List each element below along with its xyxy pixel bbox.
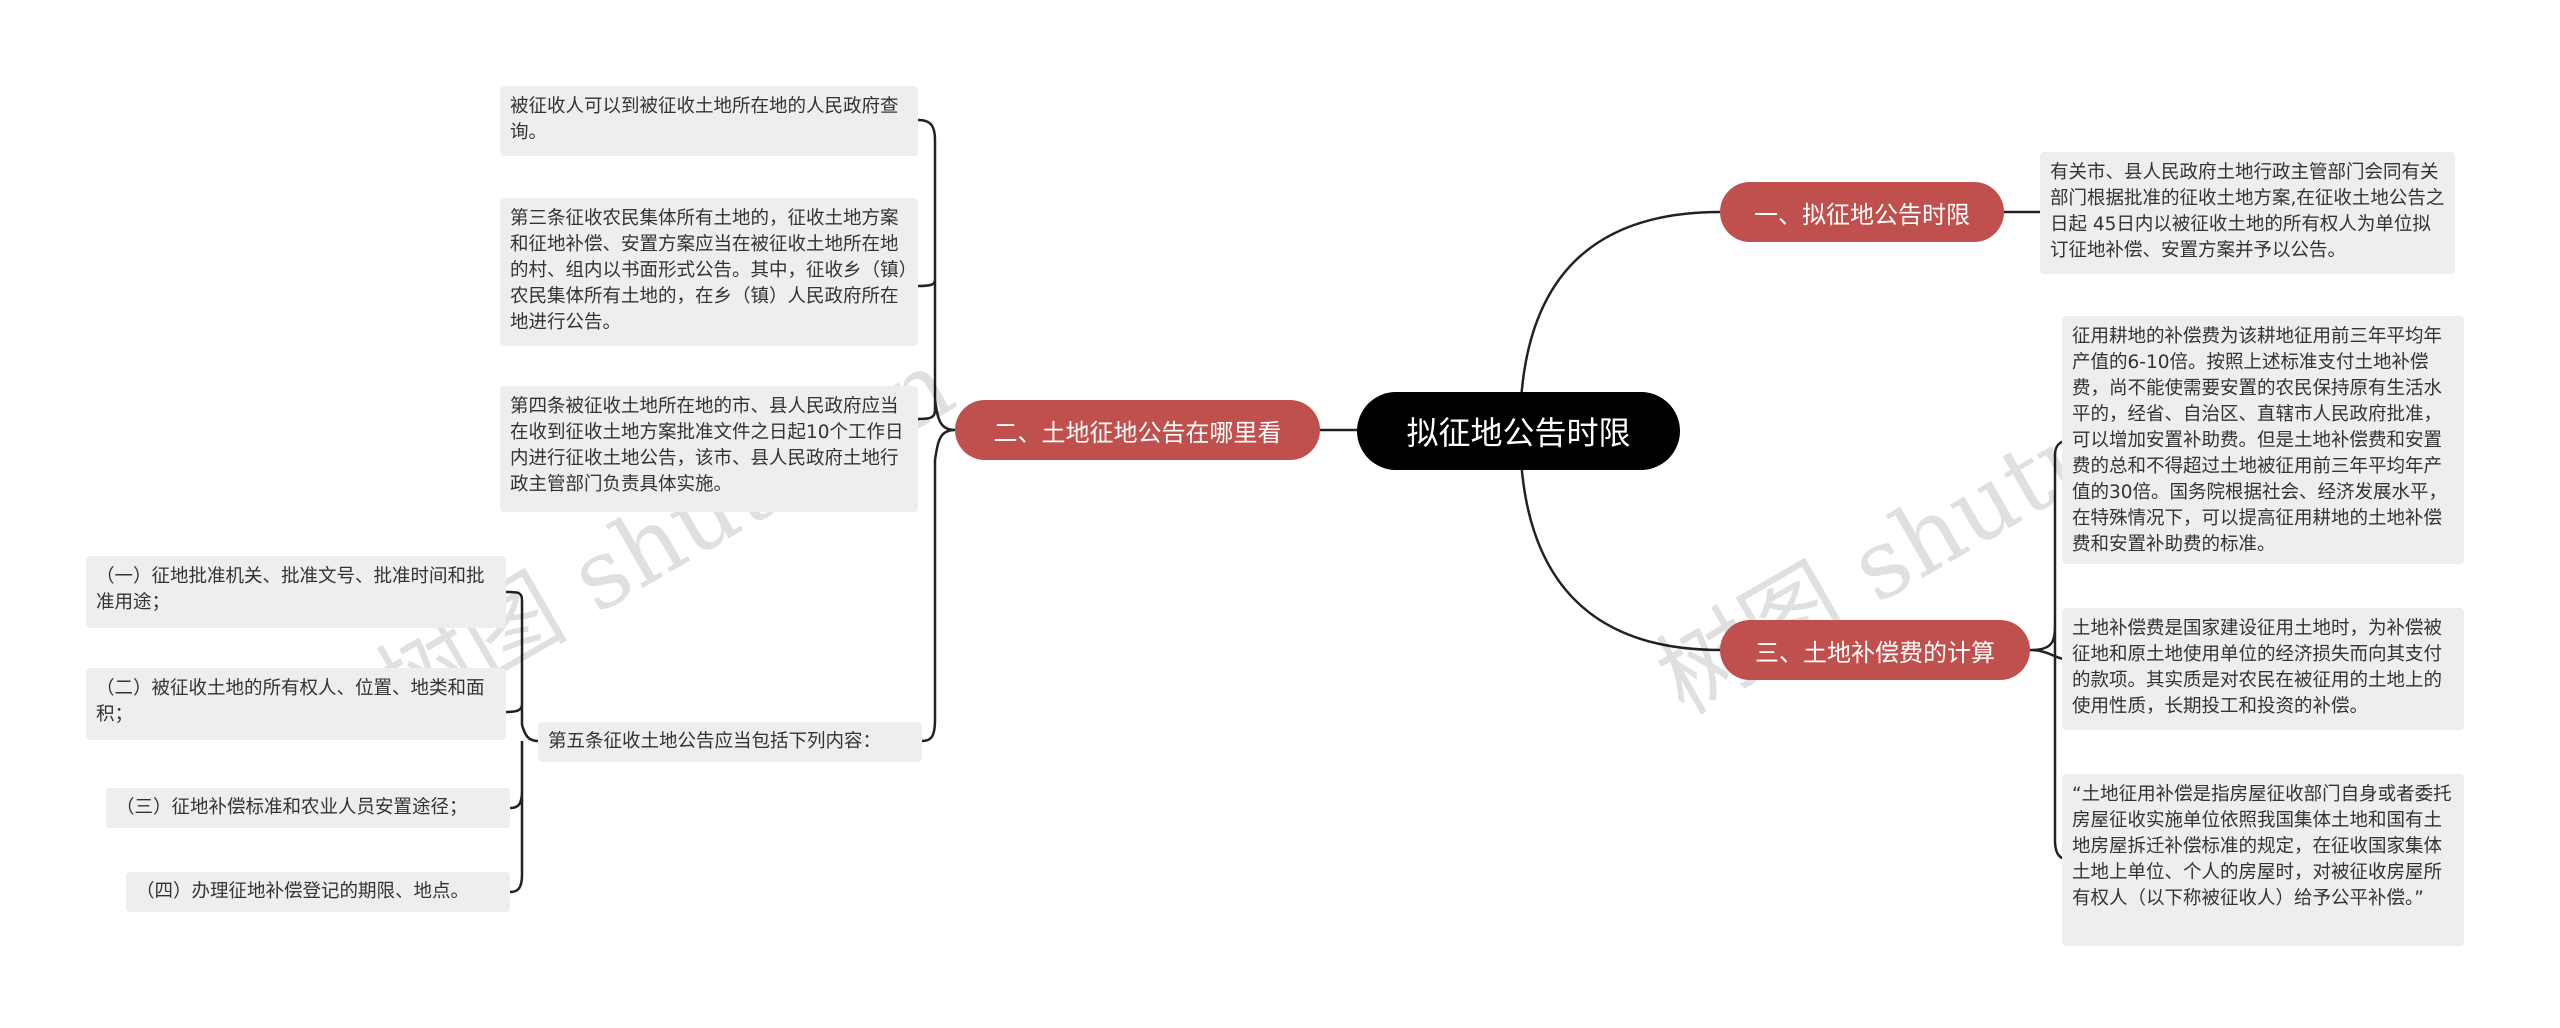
leaf-node[interactable]: 第五条征收土地公告应当包括下列内容： [538, 722, 922, 762]
leaf-text: 土地补偿费是国家建设征用土地时，为补偿被征地和原土地使用单位的经济损失而向其支付… [2072, 618, 2443, 717]
link-b2-bracket [917, 118, 956, 743]
link-l5-sub [505, 590, 539, 894]
leaf-text: 被征收人可以到被征收土地所在地的人民政府查询。 [510, 96, 899, 143]
link-root-b3 [1518, 429, 1721, 652]
branch-node-3[interactable]: 三、土地补偿费的计算 [1720, 620, 2030, 680]
branch-label: 三、土地补偿费的计算 [1755, 638, 1995, 667]
leaf-node[interactable]: 征用耕地的补偿费为该耕地征用前三年平均年产值的6-10倍。按照上述标准支付土地补… [2062, 316, 2464, 564]
leaf-text: （三）征地补偿标准和农业人员安置途径； [116, 797, 468, 818]
leaf-text: 有关市、县人民政府土地行政主管部门会同有关部门根据批准的征收土地方案,在征收土地… [2050, 162, 2445, 261]
leaf-node[interactable]: 有关市、县人民政府土地行政主管部门会同有关部门根据批准的征收土地方案,在征收土地… [2040, 152, 2455, 274]
sub-leaf-node[interactable]: （一）征地批准机关、批准文号、批准时间和批准用途； [86, 556, 506, 628]
leaf-text: （二）被征收土地的所有权人、位置、地类和面积； [96, 678, 485, 725]
sub-leaf-node[interactable]: （三）征地补偿标准和农业人员安置途径； [106, 788, 510, 828]
leaf-text: 征用耕地的补偿费为该耕地征用前三年平均年产值的6-10倍。按照上述标准支付土地补… [2072, 326, 2448, 555]
leaf-node[interactable]: 被征收人可以到被征收土地所在地的人民政府查询。 [500, 86, 918, 156]
root-label: 拟征地公告时限 [1406, 414, 1631, 452]
leaf-text: “土地征用补偿是指房屋征收部门自身或者委托房屋征收实施单位依照我国集体土地和国有… [2072, 784, 2452, 909]
sub-leaf-node[interactable]: （四）办理征地补偿登记的期限、地点。 [126, 872, 510, 912]
root-node[interactable]: 拟征地公告时限 [1357, 392, 1680, 470]
leaf-node[interactable]: “土地征用补偿是指房屋征收部门自身或者委托房屋征收实施单位依照我国集体土地和国有… [2062, 774, 2464, 946]
leaf-text: （四）办理征地补偿登记的期限、地点。 [136, 881, 470, 902]
branch-label: 二、土地征地公告在哪里看 [993, 418, 1282, 447]
branch-node-1[interactable]: 一、拟征地公告时限 [1720, 182, 2004, 242]
leaf-text: （一）征地批准机关、批准文号、批准时间和批准用途； [96, 566, 485, 613]
sub-leaf-node[interactable]: （二）被征收土地的所有权人、位置、地类和面积； [86, 668, 506, 740]
leaf-text: 第五条征收土地公告应当包括下列内容： [548, 731, 882, 752]
leaf-text: 第四条被征收土地所在地的市、县人民政府应当在收到征收土地方案批准文件之日起10个… [510, 396, 904, 495]
leaf-node[interactable]: 第三条征收农民集体所有土地的，征收土地方案和征地补偿、安置方案应当在被征收土地所… [500, 198, 918, 346]
branch-label: 一、拟征地公告时限 [1754, 200, 1970, 229]
leaf-text: 第三条征收农民集体所有土地的，征收土地方案和征地补偿、安置方案应当在被征收土地所… [510, 208, 908, 333]
leaf-node[interactable]: 第四条被征收土地所在地的市、县人民政府应当在收到征收土地方案批准文件之日起10个… [500, 386, 918, 512]
link-root-b1 [1518, 210, 1721, 431]
leaf-node[interactable]: 土地补偿费是国家建设征用土地时，为补偿被征地和原土地使用单位的经济损失而向其支付… [2062, 608, 2464, 730]
branch-node-2[interactable]: 二、土地征地公告在哪里看 [955, 400, 1320, 460]
